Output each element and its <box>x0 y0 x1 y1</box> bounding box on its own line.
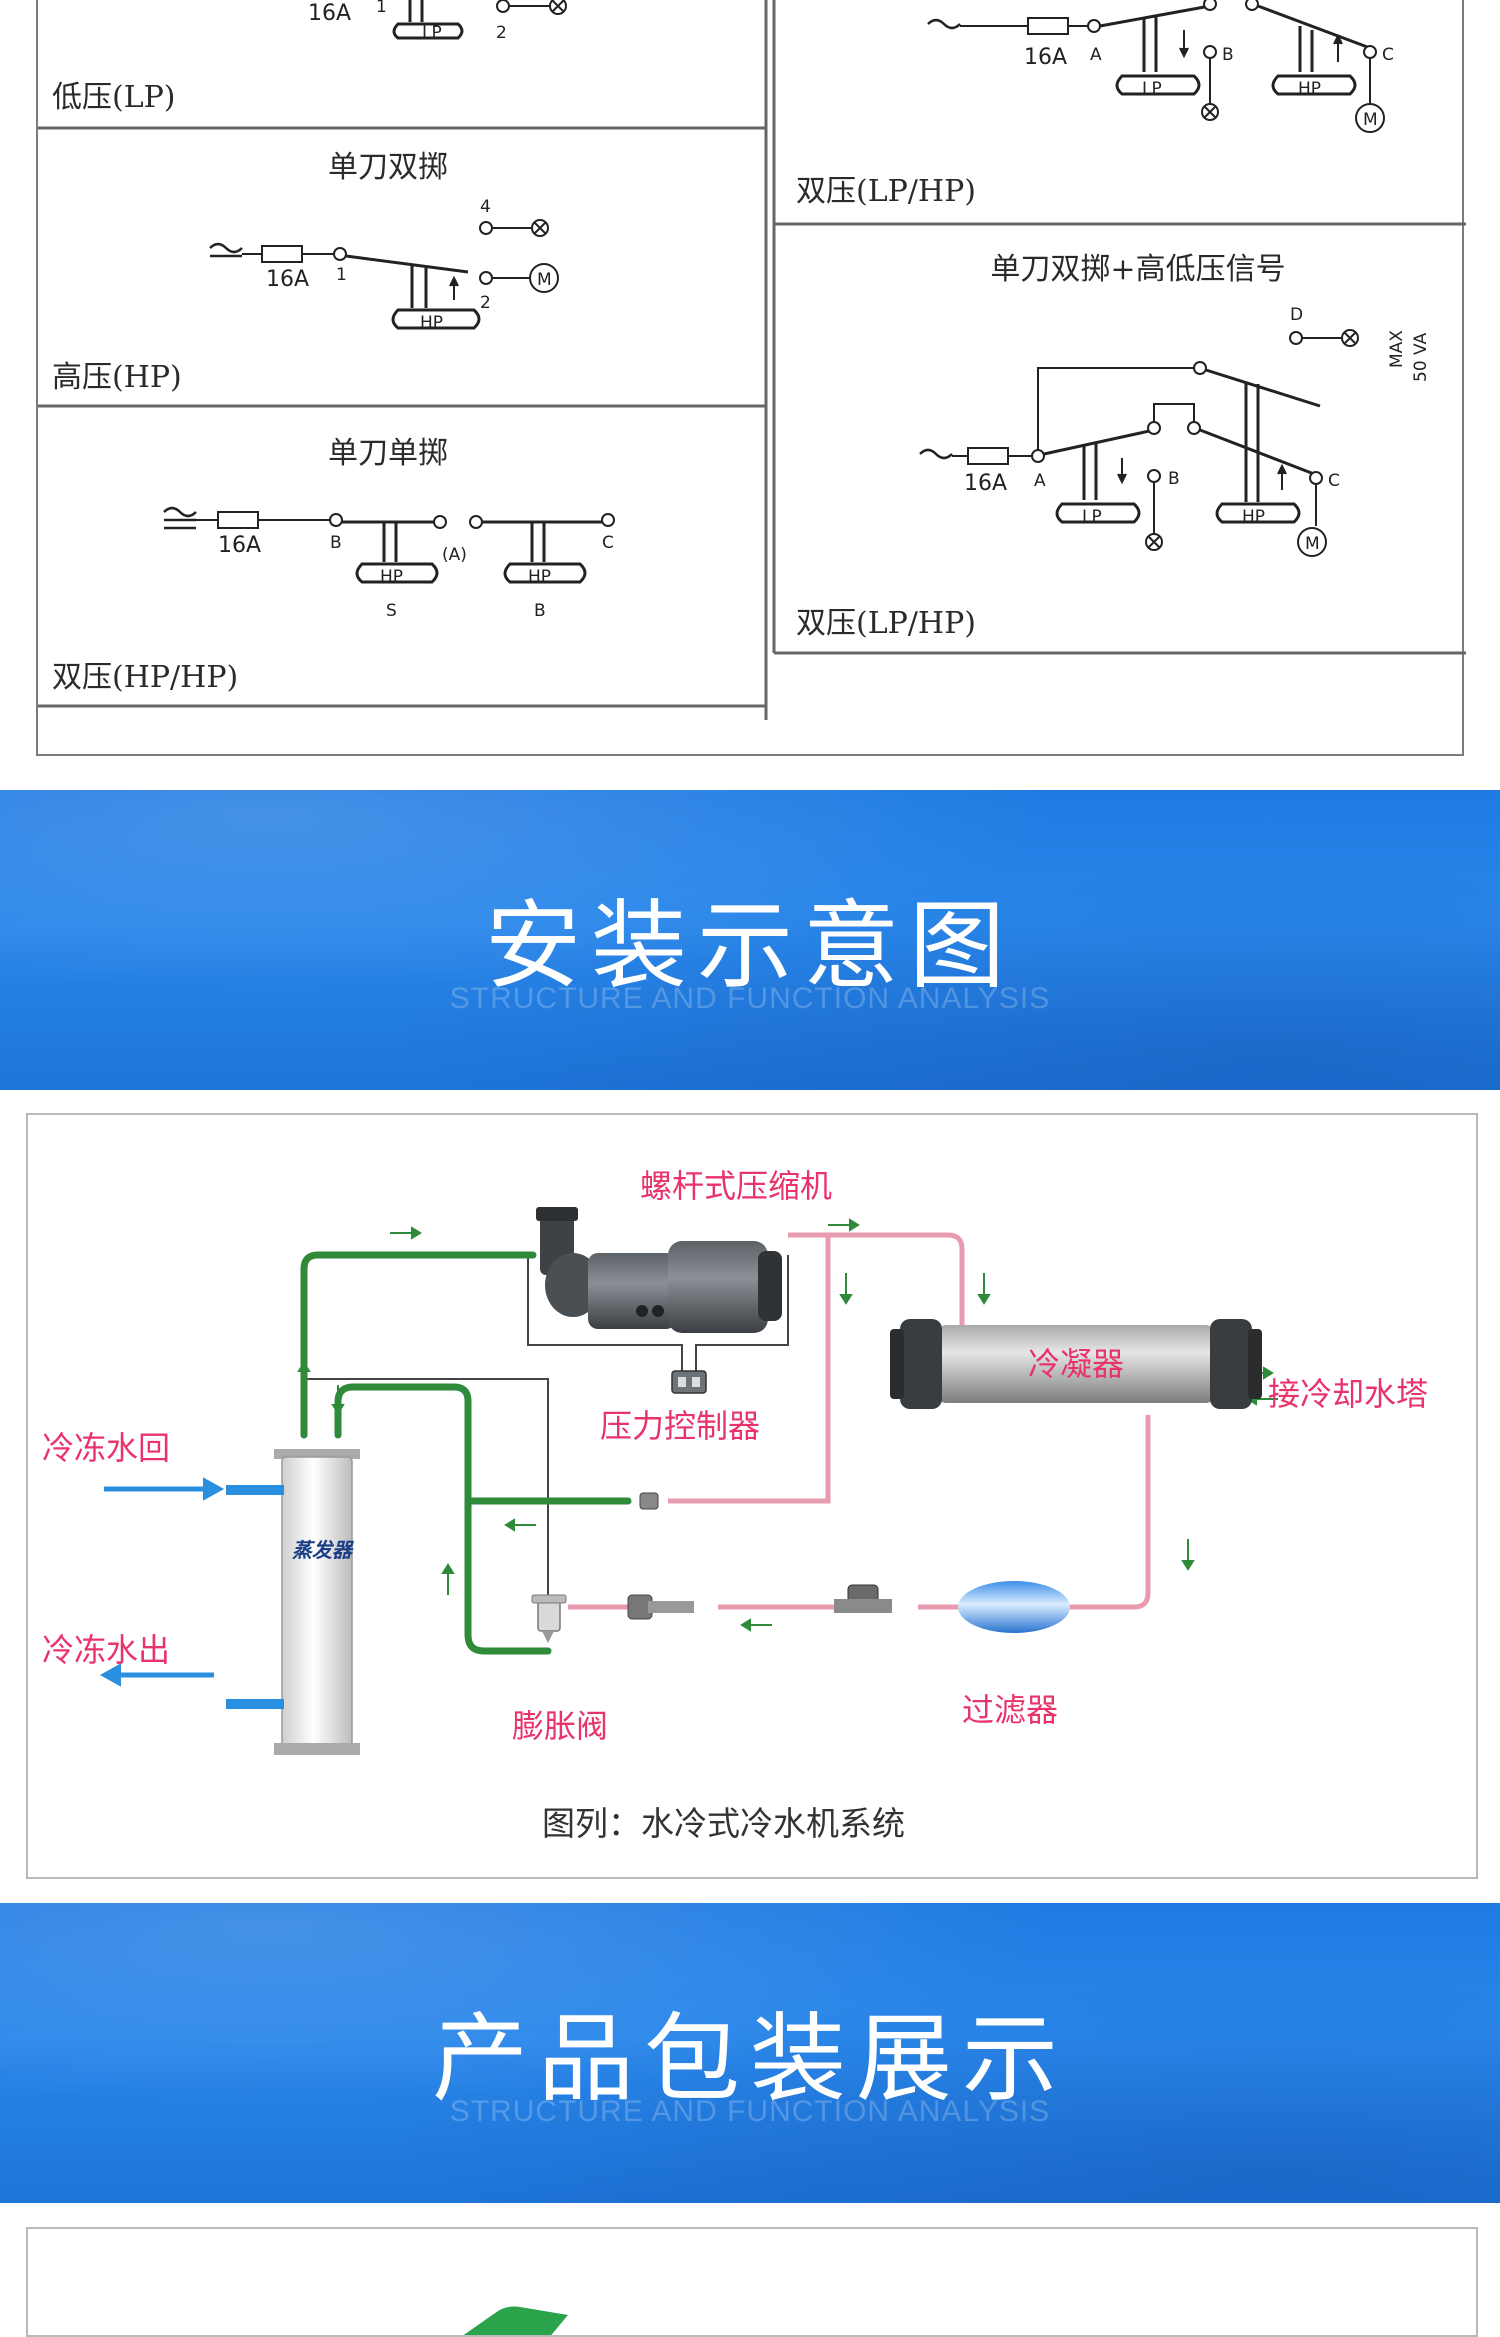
hp-motor: M <box>537 270 552 290</box>
lphp2-terminal-b: B <box>1168 469 1180 489</box>
package-banner-title: 产品包装展示 <box>432 2003 1068 2115</box>
lphp2-cell-label: 双压(LP/HP) <box>796 606 976 641</box>
package-banner: 产品包装展示 STRUCTURE AND FUNCTION ANALYSIS <box>0 1903 1500 2203</box>
condenser <box>890 1319 1262 1409</box>
control-wire-2 <box>695 1255 789 1373</box>
lphp1-terminal-c: C <box>1382 45 1394 65</box>
filter-label: 过滤器 <box>962 1691 1058 1729</box>
install-banner: 安装示意图 STRUCTURE AND FUNCTION ANALYSIS <box>0 790 1500 1090</box>
lphp1-terminal-a: A <box>1090 45 1102 65</box>
service-valve <box>639 1492 659 1510</box>
lp-terminal-1: 1 <box>376 0 387 17</box>
hphp-bellows-1-label: HP <box>380 567 403 587</box>
compressor-label: 螺杆式压缩机 <box>640 1167 832 1205</box>
hp-fuse-label: 16A <box>266 267 309 292</box>
package-image <box>463 2306 568 2335</box>
hphp-terminal-b1: B <box>330 533 342 553</box>
package-banner-subtitle: STRUCTURE AND FUNCTION ANALYSIS <box>449 2095 1051 2128</box>
expansion-valve <box>531 1594 567 1643</box>
package-image-panel <box>26 2227 1478 2337</box>
hp-bellows-label: HP <box>420 313 443 333</box>
hphp-terminal-c: C <box>602 533 614 553</box>
lphp2-rating-va: 50 VA <box>1411 332 1431 382</box>
lphp2-terminal-d: D <box>1290 305 1303 325</box>
hp-cell-title: 单刀双掷 <box>328 150 448 185</box>
lphp1-lp-label: LP <box>1142 79 1162 99</box>
lphp2-hp-label: HP <box>1242 507 1265 527</box>
filter-drier <box>958 1581 1070 1633</box>
lphp1-fuse-label: 16A <box>1024 45 1067 70</box>
lp-terminal-2: 2 <box>496 23 507 43</box>
screw-compressor <box>536 1207 782 1333</box>
suction-lines <box>300 1251 632 1655</box>
system-diagram-panel: 蒸发器 螺杆式压缩机 压力控制器 <box>26 1113 1478 1879</box>
evaporator: 蒸发器 <box>226 1449 360 1755</box>
chiller-system-diagram: 蒸发器 螺杆式压缩机 压力控制器 <box>42 1167 1428 1843</box>
hp-terminal-2: 2 <box>480 293 491 313</box>
lphp1-schematic: 16A A LP B HP C M <box>927 0 1394 133</box>
lphp2-fuse-label: 16A <box>964 471 1007 496</box>
lphp2-terminal-c: C <box>1328 471 1340 491</box>
wiring-diagrams-panel: 16A 1 LP 2 低压(LP) 单刀双掷 16A 1 <box>36 0 1466 756</box>
chilled-water-arrows <box>99 1477 225 1687</box>
lp-schematic: 16A 1 LP 2 <box>308 0 567 43</box>
lphp2-cell-title: 单刀双掷+高低压信号 <box>990 252 1286 287</box>
lphp1-cell-label: 双压(LP/HP) <box>796 174 976 209</box>
lp-bellows-label: LP <box>422 23 442 43</box>
hp-terminal-1: 1 <box>336 265 347 285</box>
control-wire-1 <box>527 1255 683 1373</box>
pressure-controller-label: 压力控制器 <box>600 1407 760 1445</box>
hphp-bellows-2-label: HP <box>528 567 551 587</box>
solenoid-valve <box>834 1584 892 1613</box>
cooling-tower-label: 接冷却水塔 <box>1268 1375 1428 1413</box>
lphp2-rating-max: MAX <box>1387 330 1407 368</box>
evaporator-label: 蒸发器 <box>292 1538 354 1562</box>
hphp-terminal-b2: B <box>534 601 546 621</box>
hp-schematic: 16A 1 HP 4 2 M <box>209 197 559 333</box>
lp-fuse-label: 16A <box>308 1 351 26</box>
install-banner-title: 安装示意图 <box>485 890 1015 1002</box>
lphp2-terminal-a: A <box>1034 471 1046 491</box>
chilled-water-out-label: 冷冻水出 <box>42 1631 170 1669</box>
system-caption: 图列：水冷式冷水机系统 <box>542 1804 905 1843</box>
install-banner-subtitle: STRUCTURE AND FUNCTION ANALYSIS <box>449 982 1051 1015</box>
sight-glass <box>627 1594 694 1620</box>
hphp-schematic: 16A B HP S (A) HP B C <box>163 506 615 621</box>
lphp2-lp-label: LP <box>1082 507 1102 527</box>
expansion-valve-label: 膨胀阀 <box>512 1707 608 1745</box>
hphp-cell-title: 单刀单掷 <box>328 436 448 471</box>
hp-terminal-4: 4 <box>480 197 491 217</box>
lphp1-hp-label: HP <box>1298 79 1321 99</box>
hphp-terminal-a: (A) <box>442 545 467 565</box>
lp-cell-label: 低压(LP) <box>52 80 176 115</box>
hphp-terminal-s: S <box>386 601 397 621</box>
wiring-grid <box>38 0 1466 720</box>
pressure-controller <box>671 1370 707 1394</box>
chilled-water-return-label: 冷冻水回 <box>42 1429 170 1467</box>
lphp2-schematic: D MAX 50 VA 16A A LP B <box>919 305 1431 557</box>
hp-cell-label: 高压(HP) <box>52 360 182 395</box>
condenser-label: 冷凝器 <box>1028 1345 1124 1383</box>
lphp1-terminal-b: B <box>1222 45 1234 65</box>
hphp-fuse-label: 16A <box>218 533 261 558</box>
hphp-cell-label: 双压(HP/HP) <box>52 660 239 695</box>
lphp2-motor: M <box>1305 534 1320 554</box>
discharge-lines <box>568 1232 1151 1610</box>
lphp1-motor: M <box>1363 110 1378 130</box>
